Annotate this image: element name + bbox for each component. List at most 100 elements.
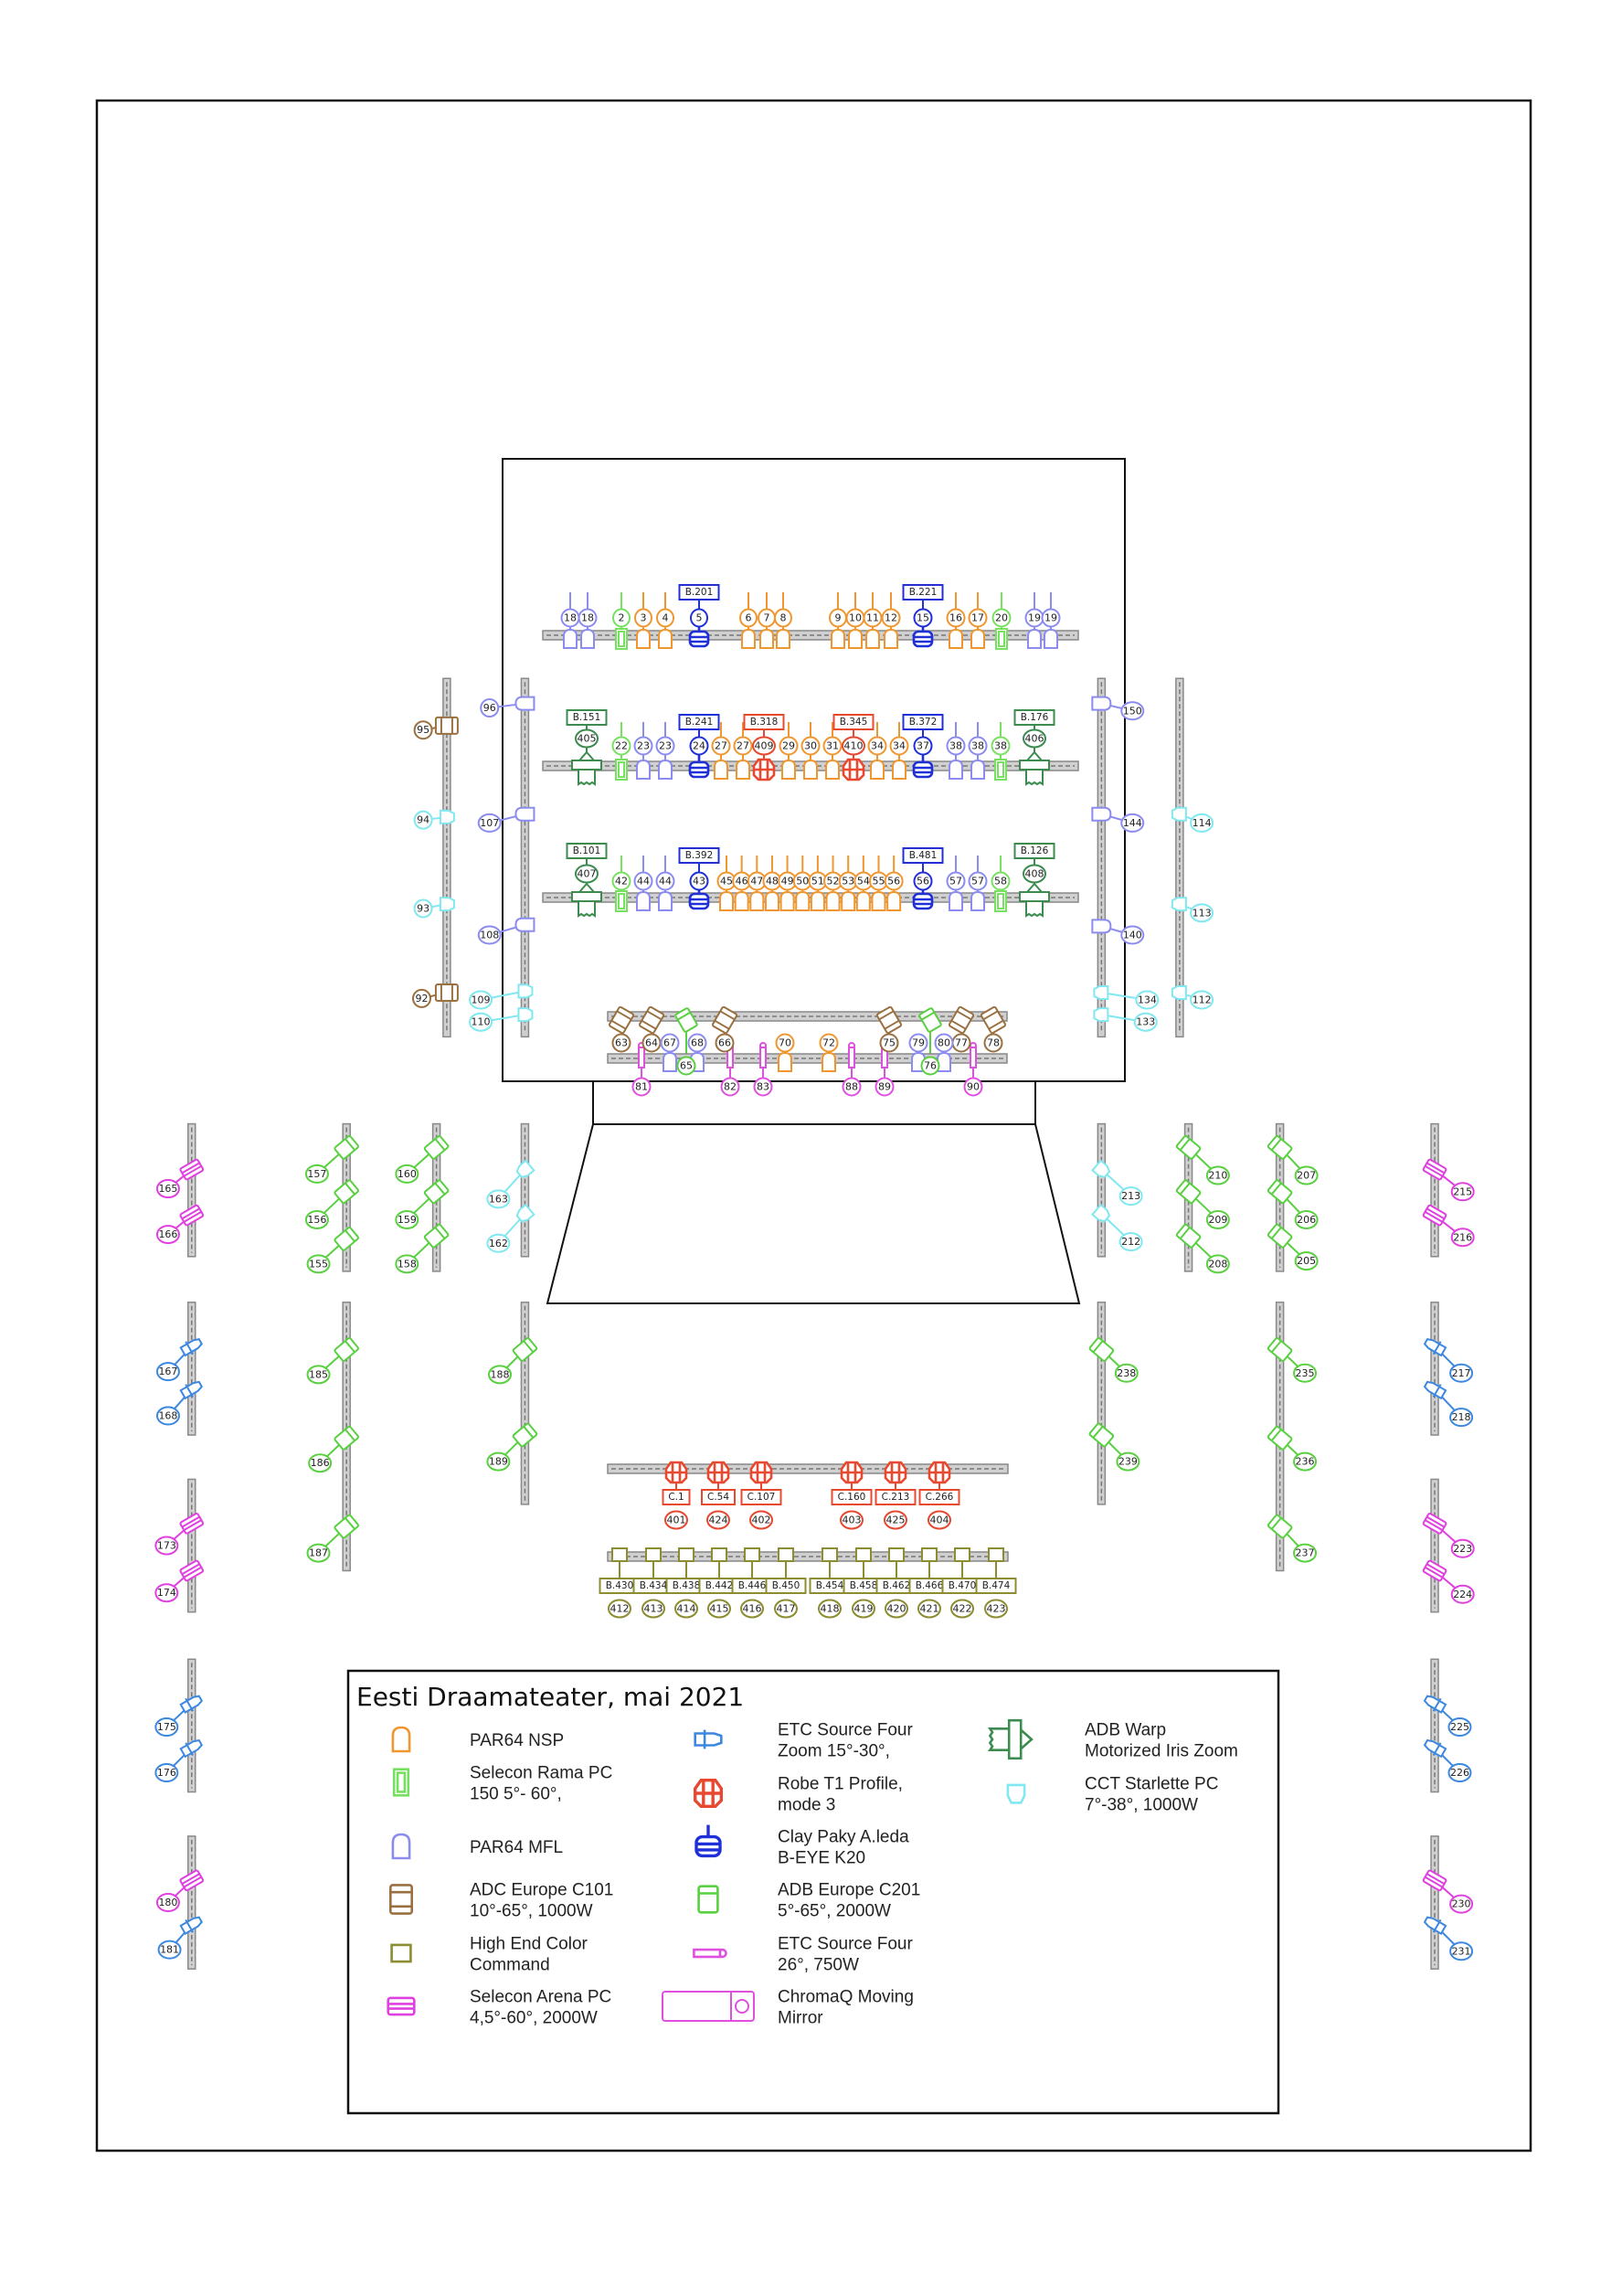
- par64-nsp-icon[interactable]: [825, 890, 841, 911]
- fixture[interactable]: [884, 1461, 907, 1497]
- adb-c201-icon[interactable]: [1267, 1337, 1293, 1362]
- color-command-icon[interactable]: [954, 1547, 970, 1562]
- robe-t1-icon[interactable]: [664, 1461, 688, 1484]
- fixture[interactable]: [870, 722, 885, 780]
- par64-mfl-icon[interactable]: [658, 890, 673, 911]
- fixture[interactable]: [608, 1005, 635, 1043]
- robe-t1-icon[interactable]: [842, 758, 865, 781]
- selecon-arena-icon[interactable]: [1422, 1559, 1447, 1582]
- par64-mfl-icon[interactable]: [391, 1833, 411, 1860]
- adb-c201-icon[interactable]: [512, 1337, 538, 1362]
- fixture[interactable]: [840, 1461, 864, 1497]
- starlette-pc-icon[interactable]: [1093, 1007, 1109, 1023]
- starlette-pc-icon[interactable]: [517, 983, 534, 999]
- selecon-arena-icon[interactable]: [179, 1513, 205, 1535]
- par64-nsp-icon[interactable]: [636, 628, 651, 649]
- par64-mfl-icon[interactable]: [1091, 696, 1112, 711]
- starlette-pc-icon[interactable]: [515, 1203, 535, 1223]
- adb-c201-icon[interactable]: [1267, 1134, 1293, 1160]
- adb-warp-icon[interactable]: [1019, 750, 1050, 786]
- par64-mfl-icon[interactable]: [580, 628, 595, 649]
- color-command-icon[interactable]: [921, 1547, 938, 1562]
- source-four-zoom-icon[interactable]: [1423, 1378, 1447, 1401]
- par64-nsp-icon[interactable]: [848, 628, 863, 649]
- color-command-icon[interactable]: [778, 1547, 794, 1562]
- starlette-pc-icon[interactable]: [515, 1159, 535, 1179]
- color-command-icon[interactable]: [390, 1943, 412, 1963]
- adb-c201-icon[interactable]: [697, 1885, 719, 1914]
- par64-nsp-icon[interactable]: [776, 628, 790, 649]
- source-four-icon[interactable]: [848, 1042, 855, 1068]
- adb-c201-icon[interactable]: [918, 1007, 942, 1033]
- par64-mfl-icon[interactable]: [970, 890, 985, 911]
- adc-c101-icon[interactable]: [389, 1884, 413, 1915]
- robe-t1-icon[interactable]: [752, 758, 776, 781]
- fixture[interactable]: [1423, 1913, 1462, 1952]
- fixture[interactable]: [563, 592, 578, 649]
- fixture[interactable]: [949, 722, 963, 780]
- adb-c201-icon[interactable]: [423, 1134, 450, 1160]
- adb-c201-icon[interactable]: [334, 1227, 359, 1251]
- adc-c101-icon[interactable]: [434, 716, 459, 735]
- starlette-pc-icon[interactable]: [439, 809, 455, 824]
- par64-nsp-icon[interactable]: [779, 890, 795, 911]
- par64-mfl-icon[interactable]: [514, 696, 535, 711]
- adc-c101-icon[interactable]: [711, 1005, 738, 1035]
- par64-nsp-icon[interactable]: [825, 759, 840, 780]
- adc-c101-icon[interactable]: [434, 983, 459, 1002]
- adc-c101-icon[interactable]: [948, 1005, 975, 1035]
- b-eye-k20-icon[interactable]: [912, 753, 934, 779]
- adb-c201-icon[interactable]: [1175, 1134, 1202, 1160]
- selecon-arena-icon[interactable]: [1422, 1204, 1447, 1227]
- par64-mfl-icon[interactable]: [636, 759, 651, 780]
- adb-c201-icon[interactable]: [1267, 1179, 1293, 1205]
- color-command-icon[interactable]: [888, 1547, 905, 1562]
- fixture[interactable]: [1422, 1559, 1464, 1596]
- par64-mfl-icon[interactable]: [658, 759, 673, 780]
- b-eye-k20-icon[interactable]: [912, 885, 934, 910]
- source-four-zoom-icon[interactable]: [179, 1913, 204, 1936]
- fixture[interactable]: [795, 856, 811, 911]
- robe-t1-icon[interactable]: [884, 1461, 907, 1484]
- fixture[interactable]: [1091, 806, 1133, 824]
- par64-mfl-icon[interactable]: [1044, 628, 1058, 649]
- adc-c101-icon[interactable]: [638, 1005, 665, 1035]
- fixture[interactable]: [1027, 592, 1042, 649]
- adb-c201-icon[interactable]: [1175, 1179, 1202, 1205]
- starlette-pc-icon[interactable]: [1093, 984, 1109, 1000]
- par64-nsp-icon[interactable]: [741, 628, 756, 649]
- selecon-arena-icon[interactable]: [1422, 1869, 1447, 1892]
- fixture[interactable]: [1171, 984, 1203, 1001]
- fixture[interactable]: [615, 856, 628, 912]
- par64-nsp-icon[interactable]: [719, 890, 734, 911]
- starlette-pc-icon[interactable]: [517, 1007, 534, 1023]
- fixture[interactable]: [711, 1005, 738, 1043]
- par64-mfl-icon[interactable]: [1091, 806, 1112, 822]
- selecon-rama-icon[interactable]: [392, 1768, 410, 1797]
- source-four-icon[interactable]: [693, 1948, 727, 1959]
- par64-nsp-icon[interactable]: [865, 628, 880, 649]
- b-eye-k20-icon[interactable]: [694, 1824, 722, 1858]
- par64-mfl-icon[interactable]: [563, 628, 578, 649]
- color-command-icon[interactable]: [611, 1547, 628, 1562]
- adb-c201-icon[interactable]: [1175, 1223, 1202, 1249]
- adb-c201-icon[interactable]: [334, 1179, 359, 1205]
- source-four-zoom-icon[interactable]: [1423, 1692, 1447, 1715]
- par64-mfl-icon[interactable]: [937, 1051, 951, 1072]
- par64-nsp-icon[interactable]: [841, 890, 856, 911]
- selecon-arena-icon[interactable]: [179, 1869, 205, 1892]
- selecon-rama-icon[interactable]: [995, 628, 1008, 650]
- adb-warp-icon[interactable]: [1019, 882, 1050, 918]
- par64-nsp-icon[interactable]: [658, 628, 673, 649]
- adb-c201-icon[interactable]: [1267, 1223, 1293, 1249]
- source-four-icon[interactable]: [759, 1042, 767, 1068]
- color-command-icon[interactable]: [711, 1547, 727, 1562]
- source-four-zoom-icon[interactable]: [179, 1737, 204, 1759]
- par64-mfl-icon[interactable]: [1091, 919, 1112, 934]
- starlette-pc-icon[interactable]: [1171, 806, 1187, 822]
- par64-mfl-icon[interactable]: [636, 890, 651, 911]
- par64-mfl-icon[interactable]: [949, 759, 963, 780]
- adb-c201-icon[interactable]: [334, 1134, 359, 1160]
- selecon-arena-icon[interactable]: [387, 1996, 416, 2016]
- color-command-icon[interactable]: [645, 1547, 662, 1562]
